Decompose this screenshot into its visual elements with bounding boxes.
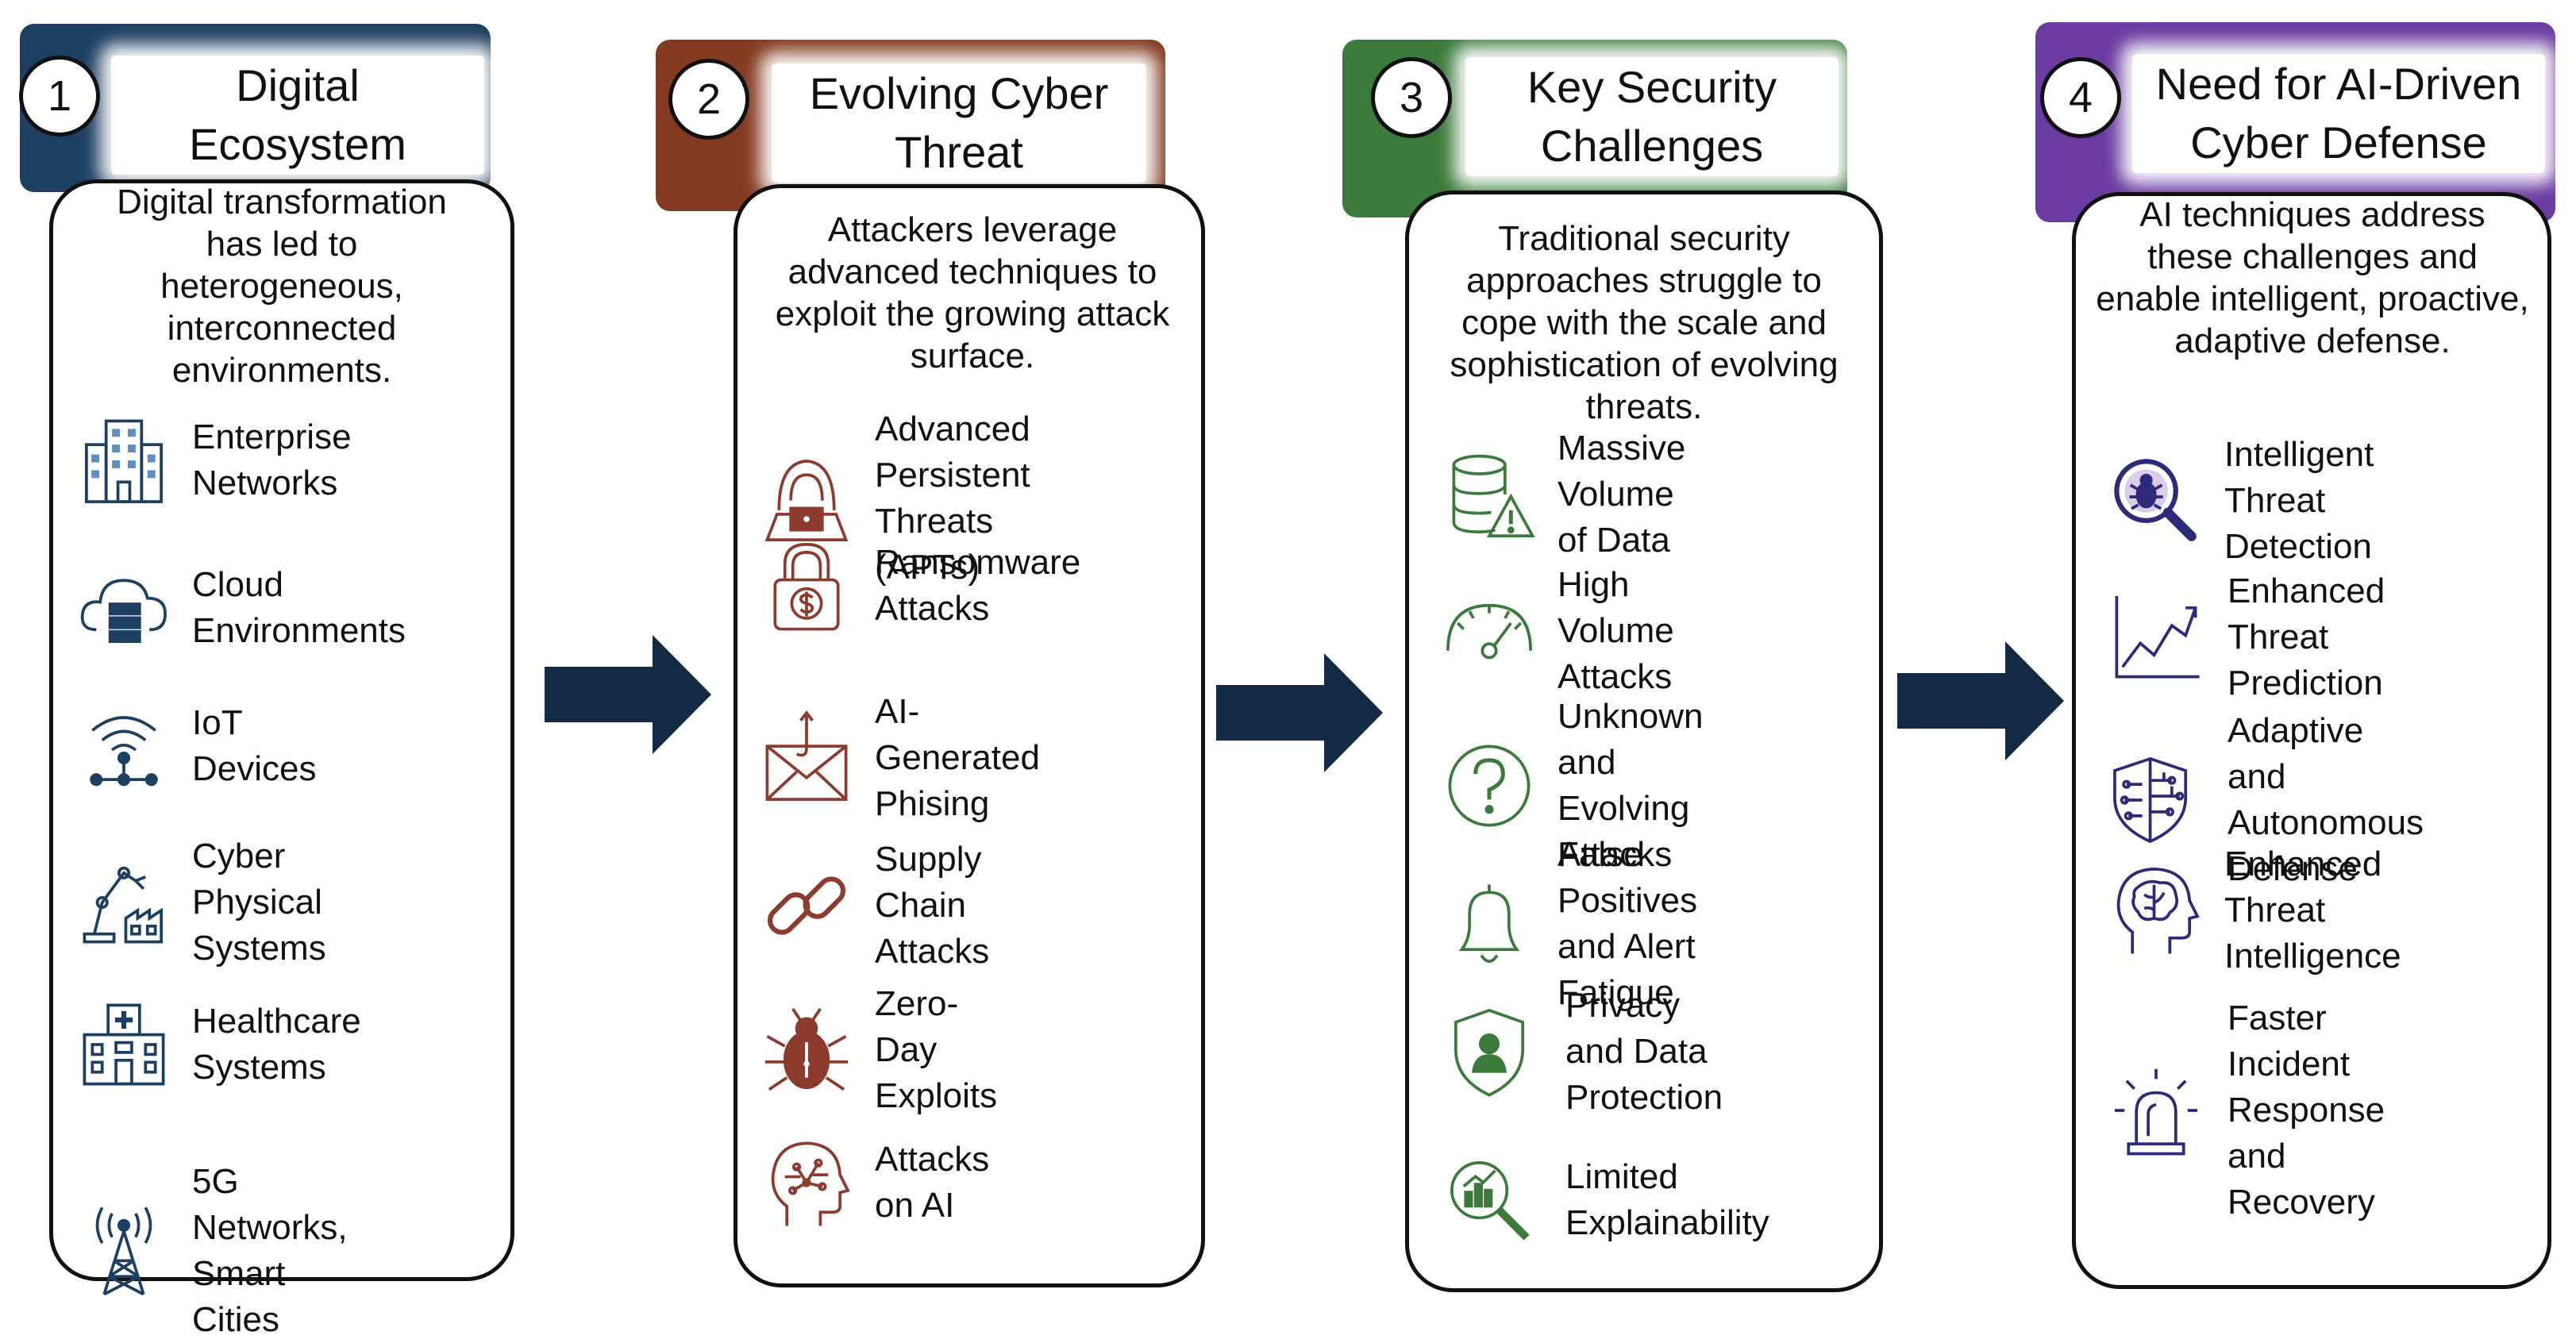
column-title: Evolving Cyber Threat bbox=[772, 63, 1146, 183]
intro-text: Digital transformation has led to hetero… bbox=[117, 183, 447, 390]
item-label: Attacks on AI bbox=[875, 1140, 990, 1225]
list-item: Limited Explainability bbox=[1437, 1148, 1769, 1253]
item-label: Enhanced Threat Intelligence bbox=[2224, 845, 2401, 976]
ai-head-icon bbox=[754, 1130, 859, 1235]
item-label: Adaptive and Autonomous Defense bbox=[2228, 711, 2424, 888]
step-number-badge: 3 bbox=[1371, 57, 1452, 138]
content-card bbox=[1405, 190, 1883, 1292]
list-item: Unknown and Evolving Attacks bbox=[1437, 694, 1703, 878]
list-item: AI-Generated Phising bbox=[754, 689, 1040, 827]
list-item: Zero-Day Exploits bbox=[754, 981, 997, 1119]
trend-chart-icon bbox=[2104, 585, 2208, 690]
item-label: Advanced Persistent Threats (APTs) bbox=[875, 410, 1030, 587]
item-label: High Volume Attacks bbox=[1558, 565, 1674, 696]
item-label: 5G Networks, Smart Cities bbox=[192, 1162, 348, 1339]
list-item: Adaptive and Autonomous Defense bbox=[2104, 708, 2424, 892]
item-label: IoT Devices bbox=[192, 703, 317, 788]
list-item: Advanced Persistent Threats (APTs) bbox=[754, 406, 1030, 591]
magnifier-chart-icon bbox=[1437, 1148, 1542, 1253]
chain-link-icon bbox=[754, 853, 859, 958]
item-label: Enhanced Threat Prediction bbox=[2228, 571, 2385, 702]
list-item: High Volume Attacks bbox=[1437, 562, 1674, 700]
building-icon bbox=[71, 408, 176, 513]
iot-wifi-icon bbox=[71, 694, 176, 798]
step-number-badge: 1 bbox=[19, 56, 100, 137]
bug-magnifier-icon bbox=[2104, 448, 2208, 553]
item-label: Unknown and Evolving Attacks bbox=[1558, 697, 1704, 874]
cloud-server-icon bbox=[71, 556, 176, 660]
list-item: Faster Incident Response and Recovery bbox=[2104, 995, 2385, 1226]
list-item: Supply Chain Attacks bbox=[754, 837, 989, 975]
bug-icon bbox=[754, 998, 859, 1102]
siren-icon bbox=[2104, 1058, 2208, 1163]
item-label: Massive Volume of Data bbox=[1558, 429, 1686, 560]
item-label: Privacy and Data Protection bbox=[1565, 986, 1723, 1117]
list-item: Cloud Environments bbox=[71, 556, 406, 660]
column-title: Need for AI-Driven Cyber Defense bbox=[2132, 54, 2545, 173]
item-label: AI-Generated Phising bbox=[875, 692, 1040, 823]
robot-arm-factory-icon bbox=[71, 850, 176, 955]
hospital-icon bbox=[71, 992, 176, 1097]
list-item: False Positives and Alert Fatigue bbox=[1437, 832, 1697, 1016]
item-label: Enterprise Networks bbox=[192, 418, 352, 502]
circuit-shield-icon bbox=[2104, 748, 2208, 852]
column-title: Key Security Challenges bbox=[1465, 57, 1839, 176]
item-label: Cyber Physical Systems bbox=[192, 837, 326, 968]
speedometer-icon bbox=[1437, 579, 1542, 683]
item-label: Intelligent Threat Detection bbox=[2224, 435, 2374, 566]
item-label: Ransomware Attacks bbox=[875, 543, 1081, 628]
question-circle-icon bbox=[1437, 733, 1542, 838]
item-label: Healthcare Systems bbox=[192, 1002, 361, 1087]
item-label: False Positives and Alert Fatigue bbox=[1558, 835, 1698, 1012]
intro-text: Attackers leverage advanced techniques t… bbox=[775, 210, 1170, 375]
hacker-icon bbox=[754, 446, 859, 551]
item-label: Faster Incident Response and Recovery bbox=[2228, 999, 2385, 1222]
column-title: Digital Ecosystem bbox=[111, 56, 484, 175]
list-item: Enhanced Threat Prediction bbox=[2104, 568, 2385, 706]
bell-icon bbox=[1437, 872, 1542, 976]
list-item: Massive Volume of Data bbox=[1437, 425, 1685, 564]
content-card bbox=[734, 184, 1205, 1287]
item-label: Cloud Environments bbox=[192, 565, 406, 650]
list-item: Cyber Physical Systems bbox=[71, 833, 326, 972]
flow-arrow bbox=[545, 635, 711, 758]
list-item: IoT Devices bbox=[71, 694, 317, 798]
step-number-badge: 2 bbox=[668, 59, 749, 140]
item-label: Supply Chain Attacks bbox=[875, 840, 990, 971]
phishing-envelope-icon bbox=[754, 706, 859, 810]
intro-text: AI techniques address these challenges a… bbox=[2096, 195, 2529, 360]
cell-tower-icon bbox=[71, 1199, 176, 1303]
list-item: Privacy and Data Protection bbox=[1437, 983, 1723, 1121]
item-label: Zero-Day Exploits bbox=[875, 984, 998, 1115]
flow-arrow bbox=[1897, 641, 2064, 764]
item-label: Limited Explainability bbox=[1565, 1157, 1769, 1242]
list-item: Enhanced Threat Intelligence bbox=[2104, 841, 2401, 979]
brain-head-icon bbox=[2104, 858, 2208, 963]
list-item: 5G Networks, Smart Cities bbox=[71, 1159, 348, 1343]
flow-arrow bbox=[1216, 653, 1383, 776]
list-item: Attacks on AI bbox=[754, 1130, 989, 1235]
list-item: Enterprise Networks bbox=[71, 408, 352, 513]
list-item: Ransomware Attacks bbox=[754, 533, 1080, 638]
shield-user-icon bbox=[1437, 999, 1542, 1104]
list-item: Intelligent Threat Detection bbox=[2104, 432, 2374, 570]
list-item: Healthcare Systems bbox=[71, 992, 361, 1097]
padlock-dollar-icon bbox=[754, 533, 859, 638]
database-warning-icon bbox=[1437, 442, 1542, 547]
intro-text: Traditional security approaches struggle… bbox=[1450, 219, 1839, 426]
step-number-badge: 4 bbox=[2040, 57, 2121, 138]
